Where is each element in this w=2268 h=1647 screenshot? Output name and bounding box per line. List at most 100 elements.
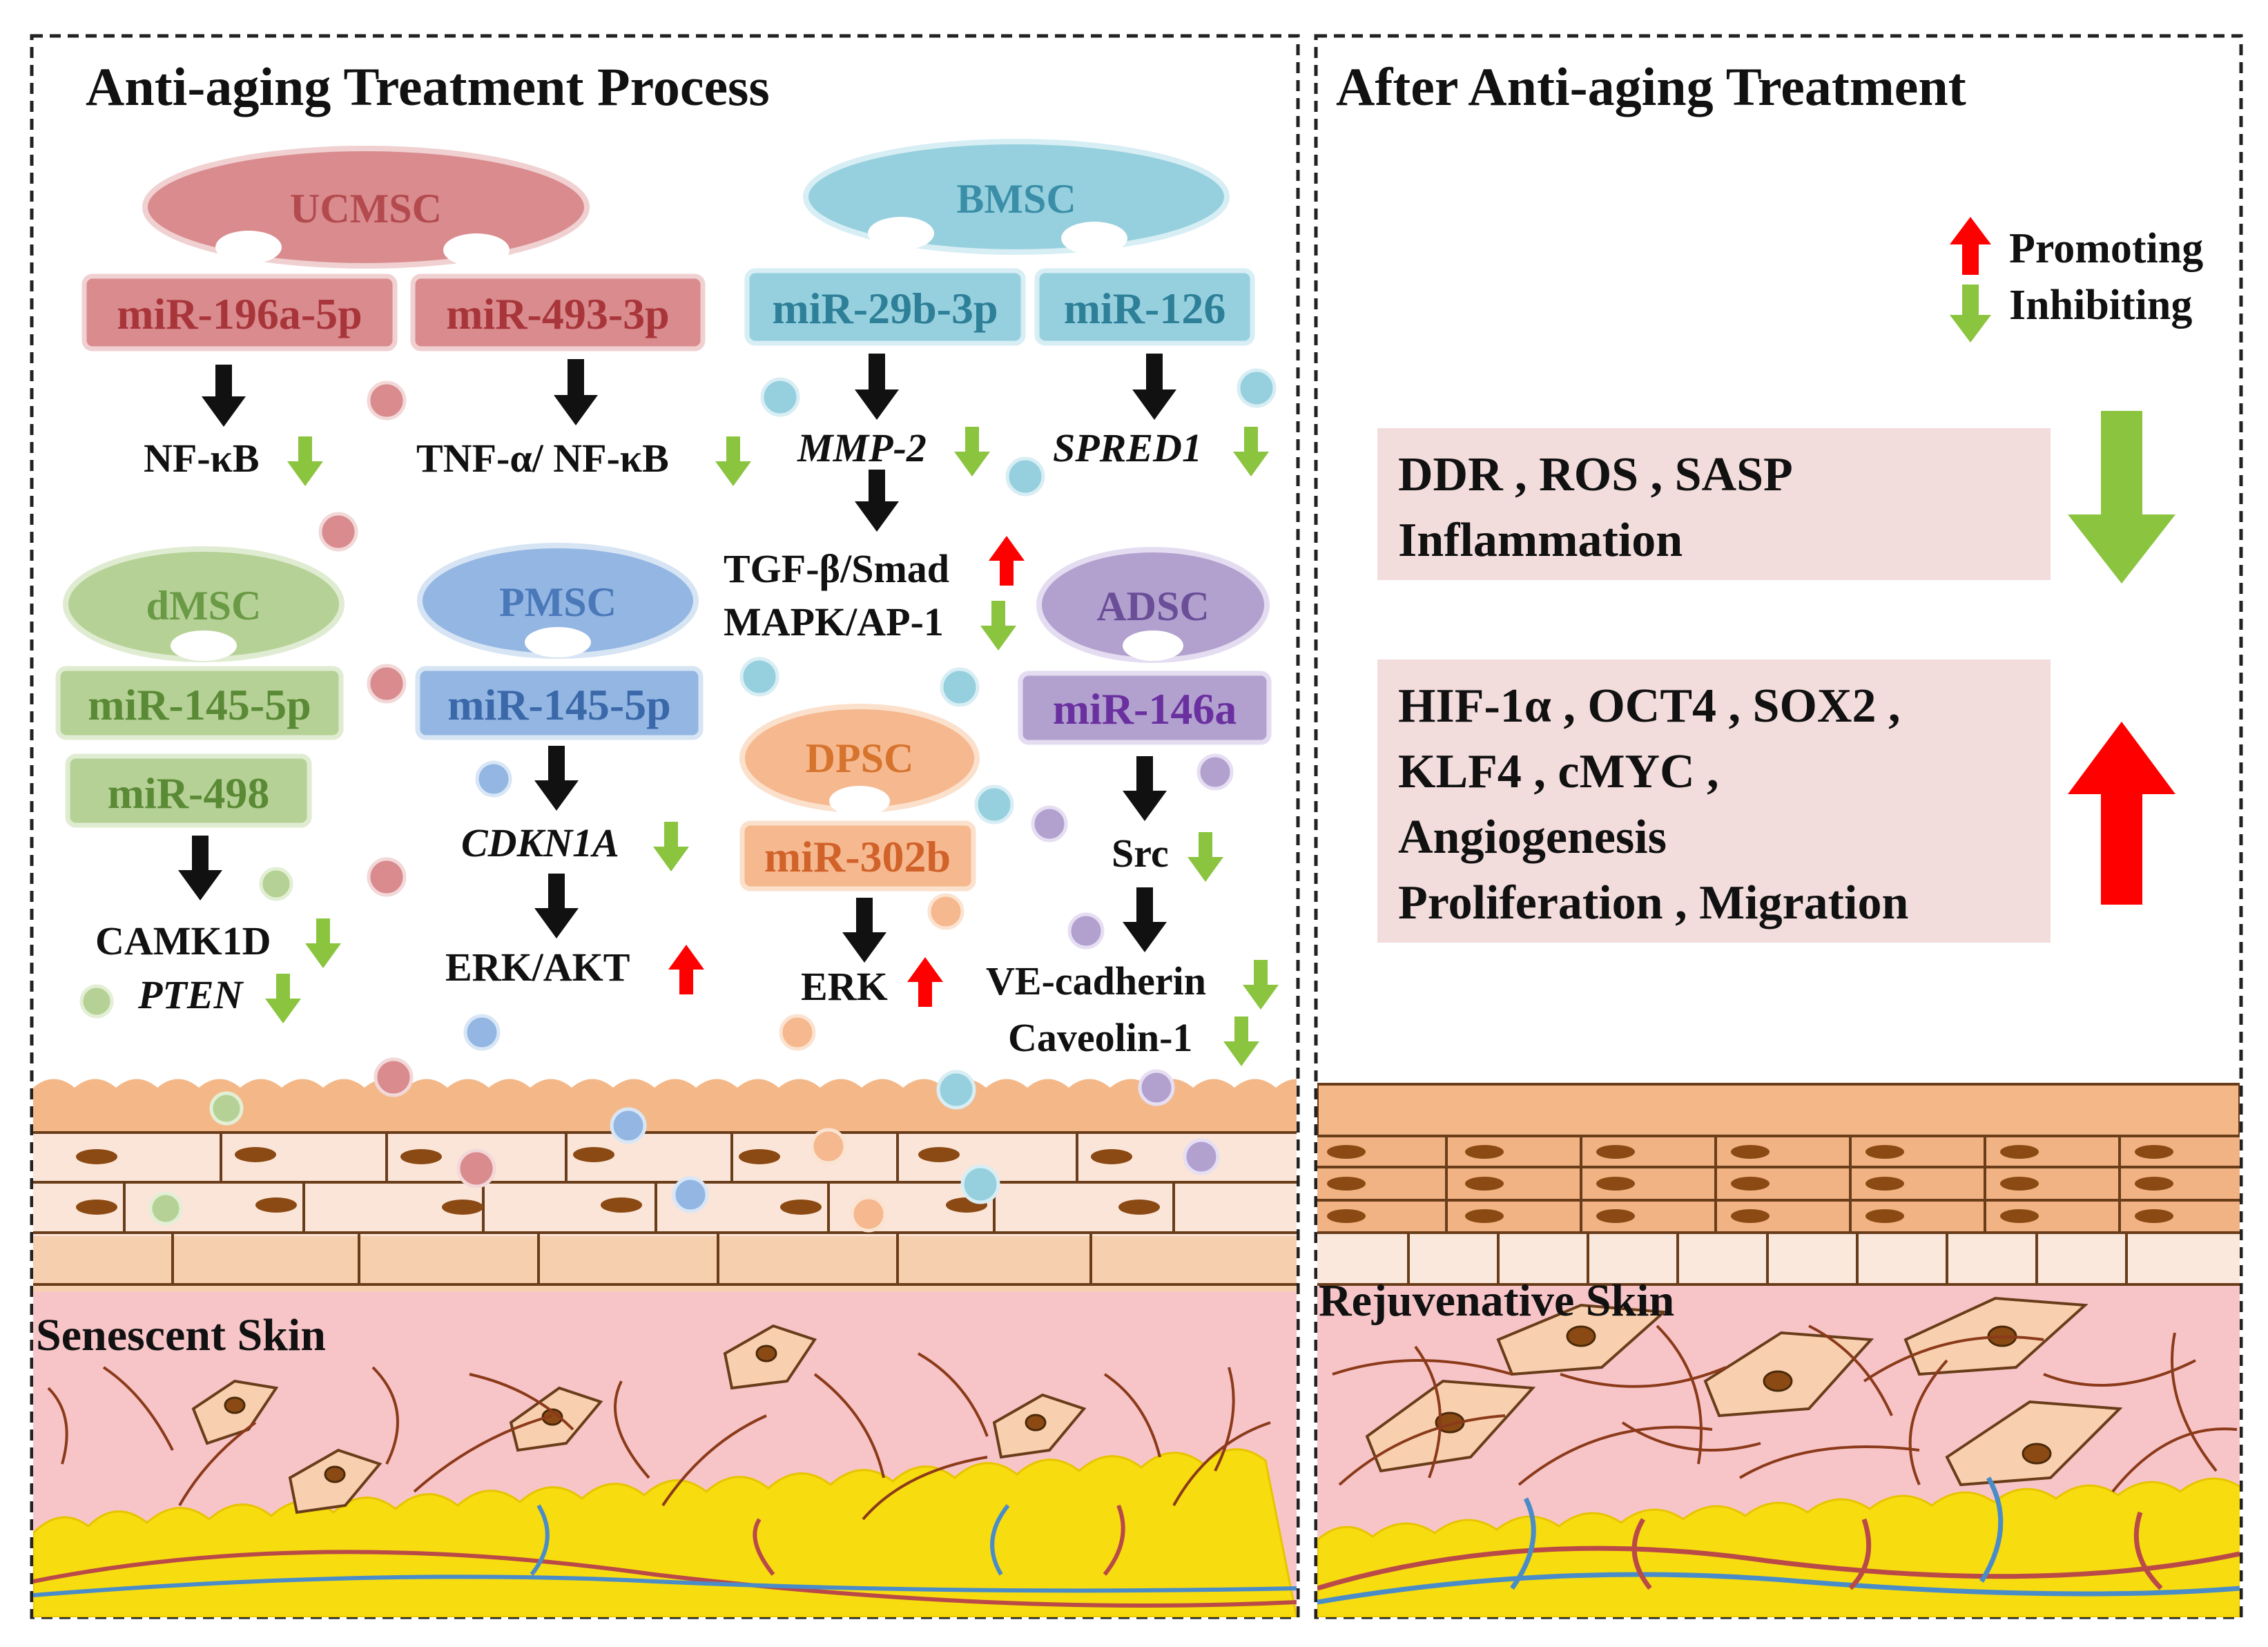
- dmsc-mirna-1: miR-145-5p: [88, 680, 311, 729]
- dmsc-mirna-2: miR-498: [108, 769, 270, 818]
- left-panel-title: Anti-aging Treatment Process: [86, 57, 770, 117]
- down-arrow-icon: [1123, 887, 1167, 952]
- decreased-line-1: DDR , ROS , SASP: [1398, 448, 1793, 501]
- exosome-dot: [960, 1164, 1000, 1204]
- increased-line-2: KLF4 , cMYC ,: [1398, 745, 1719, 798]
- down-arrow-icon: [178, 836, 222, 900]
- down-arrow-icon: [554, 359, 598, 425]
- target-mapk-ap1: MAPK/AP-1: [724, 599, 944, 644]
- exosome-dot: [1237, 368, 1277, 408]
- increased-line-4: Proliferation , Migration: [1398, 876, 1908, 930]
- mirna-box: [55, 666, 344, 740]
- dpsc-mirna-1: miR-302b: [764, 832, 951, 881]
- increased-line-1: HIF-1α , OCT4 , SOX2 ,: [1398, 680, 1900, 733]
- target-ve-cadherin: VE-cadherin: [986, 959, 1206, 1003]
- target-pten: PTEN: [137, 972, 244, 1017]
- target-erk: ERK: [801, 964, 888, 1009]
- target-nfkb: NF-κB: [144, 436, 260, 481]
- pmsc-mirna-1: miR-145-5p: [447, 680, 671, 729]
- bmsc-mirna-1: miR-29b-3p: [772, 284, 998, 333]
- vesicle-notch: [1061, 222, 1127, 255]
- down-arrow-icon: [1132, 354, 1176, 420]
- exosome-dot: [79, 984, 114, 1019]
- target-tgfb-smad: TGF-β/Smad: [724, 546, 949, 591]
- exosome-dot: [209, 1091, 244, 1126]
- adsc-mirna-1: miR-146a: [1053, 684, 1237, 733]
- dpsc-label: DPSC: [806, 735, 914, 781]
- down-arrow-icon: [1123, 756, 1167, 821]
- target-spred1: SPRED1: [1053, 425, 1202, 470]
- exosome-dot: [927, 893, 965, 930]
- right-panel-title: After Anti-aging Treatment: [1336, 57, 1966, 117]
- target-cdkn1a: CDKN1A: [461, 820, 619, 865]
- mirna-box: [744, 268, 1026, 346]
- increase-arrow-icon: [2068, 722, 2175, 905]
- target-mmp2: MMP-2: [797, 425, 927, 470]
- exosome-dot: [810, 1128, 847, 1165]
- bmsc-label: BMSC: [956, 176, 1076, 222]
- ucmsc-mirna-1: miR-196a-5p: [117, 289, 362, 338]
- target-src: Src: [1112, 831, 1169, 876]
- vesicle-notch: [525, 627, 591, 657]
- target-caveolin1: Caveolin-1: [1008, 1015, 1192, 1060]
- exosome-dot: [1183, 1138, 1220, 1175]
- rejuvenative-skin: [1317, 1083, 2240, 1617]
- legend-promoting: Promoting: [2009, 225, 2203, 272]
- vesicle-notch: [868, 217, 934, 250]
- exosome-dot: [940, 667, 980, 707]
- exosome-dot: [475, 760, 512, 798]
- down-arrow-icon: [855, 470, 899, 532]
- mirna-box: [1034, 268, 1255, 346]
- exosome-dot: [367, 381, 407, 421]
- exosome-dot: [463, 1014, 501, 1051]
- exosome-dot: [779, 1014, 816, 1051]
- bmsc-mirna-2: miR-126: [1064, 284, 1226, 333]
- inhibiting-arrow-icon: [653, 822, 689, 871]
- exosome-dot: [259, 867, 293, 901]
- increased-box: [1377, 659, 2051, 943]
- ucmsc-mirna-2: miR-493-3p: [446, 289, 670, 338]
- exosome-dot: [936, 1070, 976, 1110]
- exosome-dot: [456, 1148, 496, 1188]
- down-arrow-icon: [855, 354, 899, 420]
- inhibiting-arrow-icon: [1950, 285, 1991, 343]
- legend: Promoting Inhibiting: [1950, 217, 2203, 343]
- promoting-arrow-icon: [907, 957, 943, 1007]
- decreased-line-2: Inflammation: [1398, 514, 1683, 567]
- exosome-dot: [1138, 1069, 1175, 1106]
- mirna-box: [1018, 671, 1272, 745]
- exosome-dot: [367, 857, 407, 897]
- mirna-box: [739, 820, 976, 892]
- vesicle-notch: [443, 233, 510, 267]
- exosome-dot: [850, 1195, 887, 1233]
- exosome-dot: [974, 784, 1014, 825]
- mirna-box: [415, 666, 704, 740]
- ucmsc-label: UCMSC: [290, 186, 442, 231]
- exosome-dot: [318, 512, 358, 552]
- vesicle-notch: [829, 786, 890, 816]
- adsc-label: ADSC: [1096, 584, 1209, 629]
- inhibiting-arrow-icon: [1188, 832, 1223, 882]
- vesicle-notch: [215, 231, 282, 264]
- promoting-arrow-icon: [668, 945, 704, 994]
- exosome-dot: [367, 664, 407, 704]
- exosome-dot: [1196, 753, 1234, 791]
- promoting-arrow-icon: [1950, 217, 1991, 275]
- dmsc-label: dMSC: [146, 583, 262, 628]
- exosome-dot: [148, 1191, 183, 1226]
- decreased-box: [1377, 428, 2051, 580]
- inhibiting-arrow-icon: [265, 974, 301, 1023]
- inhibiting-arrow-icon: [1223, 1017, 1259, 1066]
- exosome-dot: [672, 1176, 709, 1213]
- right-skin-label: Rejuvenative Skin: [1319, 1275, 1674, 1326]
- down-arrow-icon: [534, 874, 579, 938]
- senescent-skin: [33, 1079, 1297, 1617]
- target-tnfa-nfkb: TNF-α/ NF-κB: [416, 436, 669, 481]
- mirna-box: [410, 273, 706, 351]
- decrease-arrow-icon: [2068, 411, 2175, 584]
- down-arrow-icon: [202, 365, 246, 427]
- down-arrow-icon: [534, 746, 579, 811]
- exosome-dot: [1067, 912, 1105, 950]
- down-arrow-icon: [842, 898, 886, 963]
